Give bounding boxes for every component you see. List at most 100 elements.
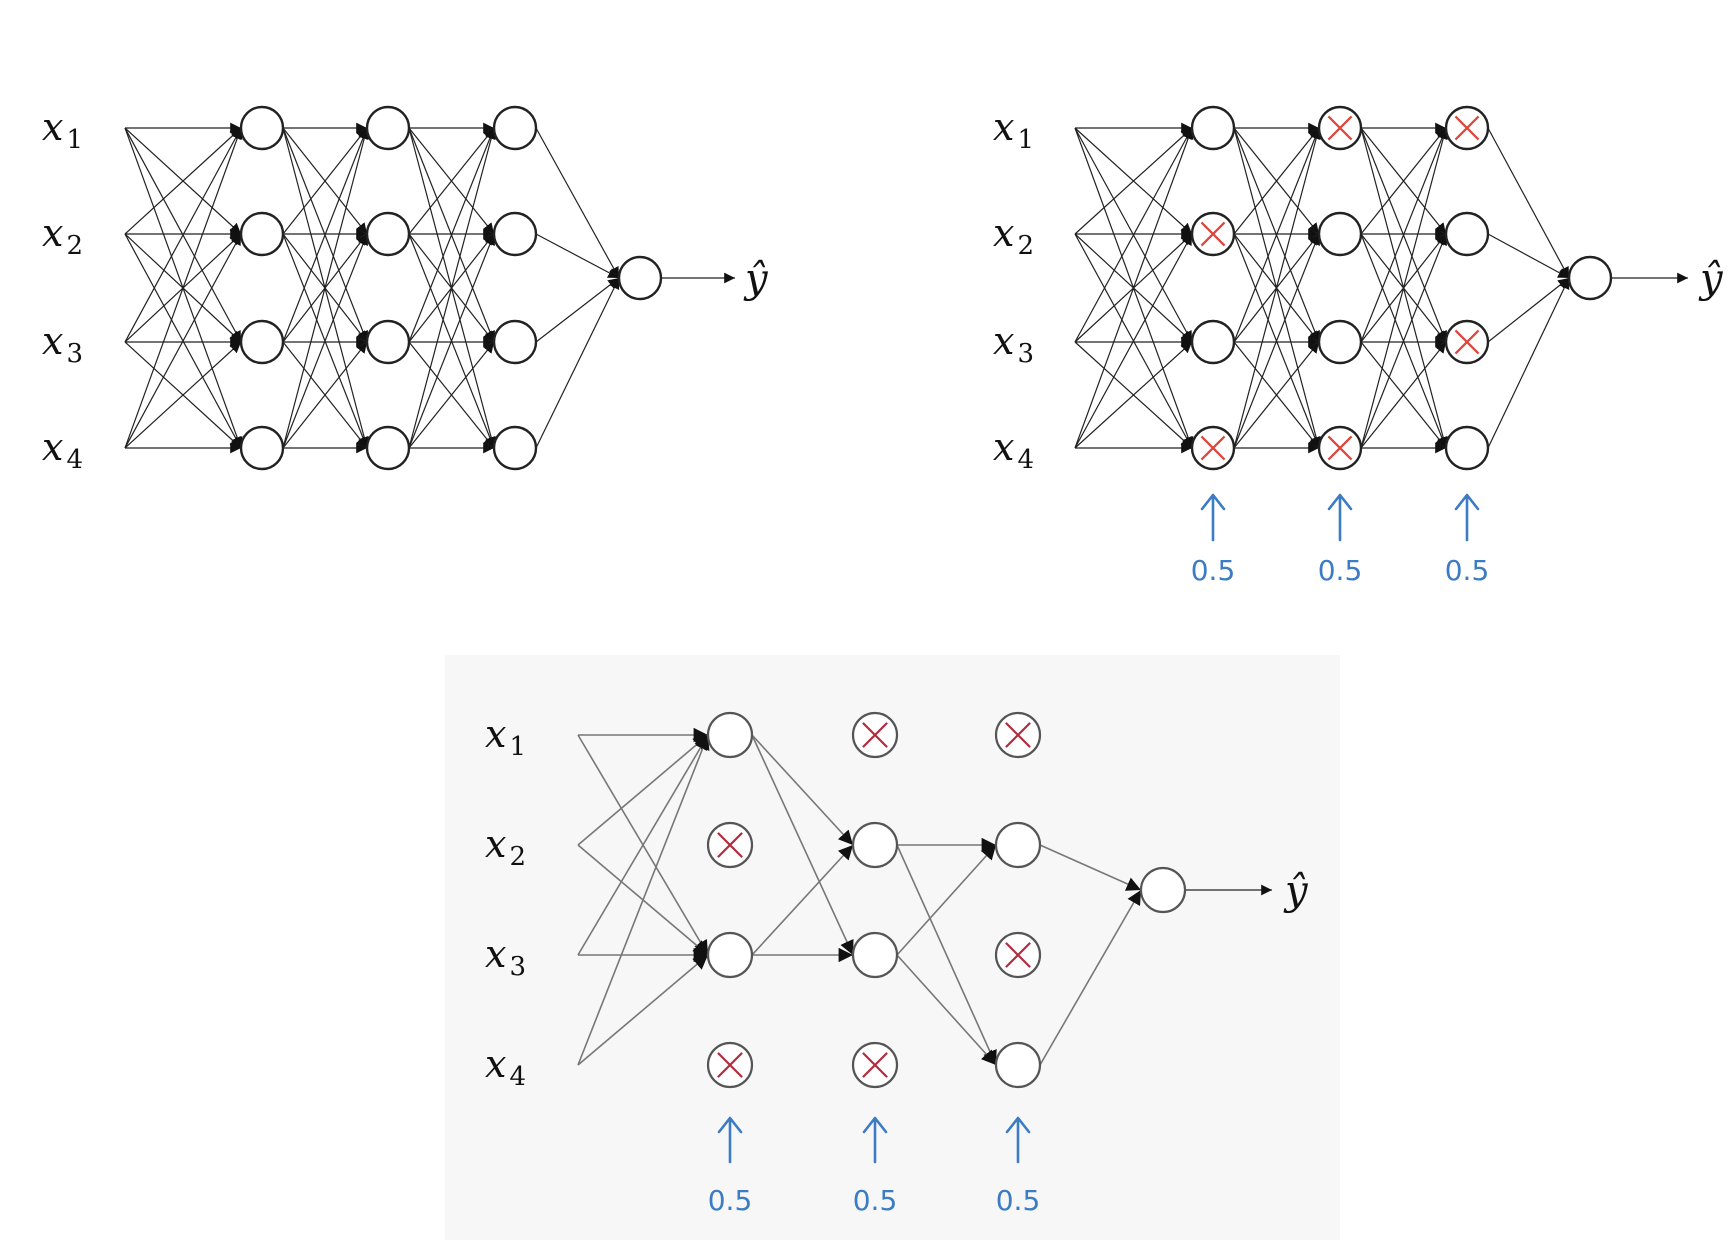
- edge: [1487, 127, 1570, 279]
- edge: [577, 954, 709, 1066]
- edge: [282, 341, 368, 449]
- hidden-unit: [239, 211, 285, 257]
- edge: [535, 127, 620, 279]
- dropout-x-mark: [1005, 722, 1031, 748]
- hidden-unit: [706, 711, 754, 759]
- edge: [1074, 341, 1193, 449]
- hidden-unit: [1444, 425, 1490, 471]
- edges: [124, 122, 735, 454]
- edge: [535, 277, 620, 449]
- edges: [1074, 122, 1688, 454]
- output-unit: [1139, 866, 1187, 914]
- dropout-x-mark: [1454, 329, 1480, 355]
- edge: [124, 233, 242, 449]
- edge: [896, 954, 997, 1066]
- edge: [751, 734, 854, 846]
- edge: [1360, 127, 1449, 449]
- hidden-unit: [492, 105, 538, 151]
- edge: [408, 127, 496, 343]
- up-arrow-icon: [717, 1116, 743, 1164]
- edge: [1074, 233, 1193, 449]
- edge: [1074, 127, 1193, 235]
- dropout-x-mark: [717, 1052, 743, 1078]
- edge: [1360, 233, 1448, 449]
- hidden-unit: [492, 211, 538, 257]
- hidden-unit: [239, 105, 285, 151]
- output-label-yhat: ŷ: [743, 256, 769, 302]
- dropout-x-mark: [1200, 435, 1226, 461]
- up-arrow-icon: [1327, 493, 1353, 542]
- edge: [1487, 277, 1570, 343]
- edge: [577, 844, 709, 956]
- hidden-unit: [239, 425, 285, 471]
- edge: [1039, 844, 1142, 891]
- dropout-x-mark: [1327, 435, 1353, 461]
- hidden-unit: [1190, 319, 1236, 365]
- edge: [282, 127, 368, 235]
- dropout-x-mark: [717, 832, 743, 858]
- edge: [1233, 233, 1321, 449]
- edge: [1233, 127, 1321, 343]
- hidden-unit: [994, 1041, 1042, 1089]
- hidden-unit: [365, 211, 411, 257]
- dropout-x-mark: [1454, 115, 1480, 141]
- nodes: [1190, 105, 1613, 471]
- hidden-unit: [1317, 319, 1363, 365]
- edge: [535, 233, 620, 279]
- keep-prob-label: 0.5: [996, 1184, 1041, 1217]
- hidden-unit: [1317, 211, 1363, 257]
- keep-prob-label: 0.5: [708, 1184, 753, 1217]
- edge: [1074, 127, 1193, 343]
- up-arrow-icon: [1454, 493, 1480, 542]
- hidden-unit: [1190, 105, 1236, 151]
- hidden-unit: [239, 319, 285, 365]
- edge: [408, 127, 497, 449]
- edge: [408, 233, 496, 449]
- edge: [124, 127, 243, 449]
- edge: [1074, 127, 1194, 449]
- output-unit: [1567, 255, 1613, 301]
- nodes: [706, 711, 1187, 1089]
- dropout-x-mark: [862, 722, 888, 748]
- hidden-unit: [851, 821, 899, 869]
- hidden-unit: [492, 319, 538, 365]
- keep-prob-label: 0.5: [1318, 554, 1363, 587]
- edges: [577, 727, 1272, 1066]
- edge: [751, 734, 854, 956]
- edge: [896, 844, 997, 1066]
- edge: [124, 127, 242, 235]
- hidden-unit: [1444, 211, 1490, 257]
- up-arrow-icon: [862, 1116, 888, 1164]
- keep-prob-label: 0.5: [1445, 554, 1490, 587]
- dropout-x-mark: [1005, 942, 1031, 968]
- edge: [124, 127, 242, 343]
- hidden-unit: [851, 931, 899, 979]
- edge: [577, 734, 709, 956]
- edge: [535, 277, 620, 343]
- edge: [282, 127, 369, 343]
- edge: [1487, 277, 1570, 449]
- edge: [282, 127, 370, 449]
- keep-prob-label: 0.5: [1191, 554, 1236, 587]
- edge: [1360, 127, 1447, 235]
- output-label-yhat: ŷ: [1283, 868, 1309, 914]
- dropout-x-mark: [862, 1052, 888, 1078]
- edge: [1233, 127, 1322, 449]
- up-arrow-icon: [1200, 493, 1226, 542]
- edge: [124, 341, 242, 449]
- output-unit: [617, 255, 663, 301]
